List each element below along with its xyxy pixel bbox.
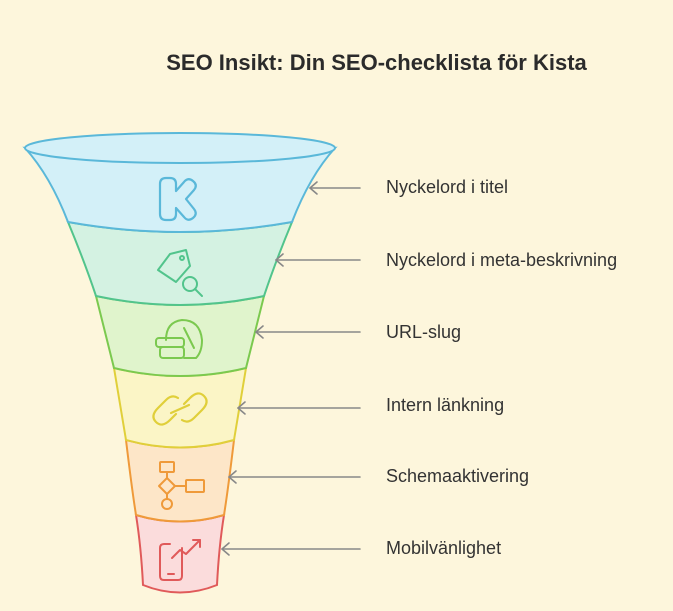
- flowchart-icon: [158, 461, 205, 510]
- mobile-trend-icon: [159, 539, 201, 581]
- funnel-rim: [24, 132, 336, 164]
- funnel-segment-url-slug: [94, 294, 266, 377]
- stage-label-meta-beskrivning: Nyckelord i meta-beskrivning: [386, 250, 618, 270]
- kickstarter-k-icon: [158, 176, 197, 222]
- funnel-segment-schemaaktivering: [124, 438, 236, 523]
- funnel-segment-intern-lankning: [112, 366, 248, 449]
- arrow-to-url-slug: [255, 325, 361, 339]
- arrow-to-meta-beskrivning: [275, 253, 361, 267]
- arrow-to-intern-lankning: [237, 401, 361, 415]
- funnel-segment-meta-beskrivning: [66, 220, 294, 306]
- funnel-segment-mobilvanlighet: [134, 513, 226, 594]
- stage-label-intern-lankning: Intern länkning: [386, 395, 505, 415]
- stage-label-schemaaktivering: Schemaaktivering: [386, 466, 530, 486]
- stage-label-titel: Nyckelord i titel: [386, 177, 509, 197]
- diagram-title: SEO Insikt: Din SEO-checklista för Kista: [166, 50, 587, 75]
- tag-search-icon: [157, 249, 203, 297]
- stage-label-url-slug: URL-slug: [386, 322, 462, 342]
- arrow-to-titel: [309, 181, 361, 195]
- arrow-to-schemaaktivering: [228, 470, 361, 484]
- arrow-to-mobilvanlighet: [221, 542, 361, 556]
- stage-label-mobilvanlighet: Mobilvänlighet: [386, 538, 502, 558]
- helmet-icon: [155, 319, 203, 359]
- link-icon: [152, 392, 208, 426]
